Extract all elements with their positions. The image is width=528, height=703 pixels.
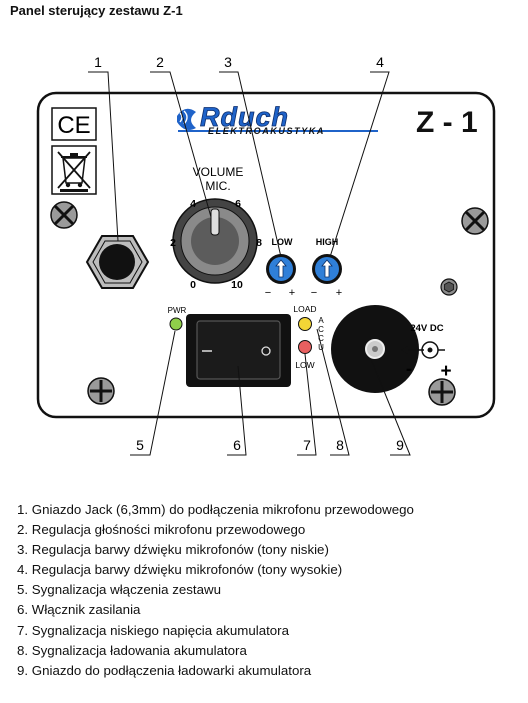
legend-item-4: 4. Regulacja barwy dźwięku mikrofonów (t… xyxy=(17,562,343,578)
callout-4: 4 xyxy=(376,54,384,70)
brand-tagline: ELEKTROAKUSTYKA xyxy=(208,126,325,136)
mic-label: MIC. xyxy=(205,179,230,193)
volume-scale-0: 0 xyxy=(190,279,196,291)
callout-9: 9 xyxy=(396,437,404,453)
model-label: Z - 1 xyxy=(416,106,478,139)
load-led xyxy=(298,317,312,331)
acu-letter-c2: C xyxy=(318,334,324,343)
tone-low-label: LOW xyxy=(272,237,293,247)
power-switch[interactable] xyxy=(186,314,291,387)
legend-item-3: 3. Regulacja barwy dźwięku mikrofonów (t… xyxy=(17,542,329,558)
volume-scale-4: 4 xyxy=(190,198,196,210)
ce-label: CE xyxy=(57,112,90,139)
dc-plus-label: + xyxy=(440,361,451,382)
weee-bin-icon xyxy=(51,145,97,195)
dc-polarity-icon xyxy=(401,341,445,359)
low-battery-led xyxy=(298,340,312,354)
jack-socket xyxy=(85,235,150,289)
pwr-label: PWR xyxy=(168,306,187,315)
legend-item-1: 1. Gniazdo Jack (6,3mm) do podłączenia m… xyxy=(17,502,414,517)
volume-label: VOLUME xyxy=(193,165,244,179)
tone-low-plus: + xyxy=(289,287,295,299)
legend-item-6: 6. Włącznik zasilania xyxy=(17,602,141,618)
callout-6: 6 xyxy=(233,437,241,453)
callout-5: 5 xyxy=(136,437,144,453)
pwr-led xyxy=(169,317,183,331)
acu-letter-a: A xyxy=(318,316,324,325)
callout-7: 7 xyxy=(303,437,311,453)
volume-scale-6: 6 xyxy=(235,198,241,210)
brand-name: Rduch xyxy=(200,102,289,132)
callout-3: 3 xyxy=(224,54,232,70)
callout-1: 1 xyxy=(94,54,102,70)
screw-bottom-left xyxy=(87,377,115,405)
ce-mark: CE xyxy=(51,107,97,141)
volume-knob[interactable] xyxy=(172,198,258,284)
callout-8: 8 xyxy=(336,437,344,453)
acu-letter-u: U xyxy=(318,343,324,352)
callout-2: 2 xyxy=(156,54,164,70)
legend-item-9: 9. Gniazdo do podłączenia ładowarki akum… xyxy=(17,662,312,678)
tone-high-plus: + xyxy=(336,287,342,299)
legend-list: 1. Gniazdo Jack (6,3mm) do podłączenia m… xyxy=(17,500,414,681)
volume-scale-10: 10 xyxy=(231,279,243,291)
tone-high-minus: − xyxy=(311,287,317,299)
tone-high-knob[interactable] xyxy=(312,254,342,284)
legend-item-8: 8. Sygnalizacja ładowania akumulatora xyxy=(17,642,247,658)
legend-item-5: 5. Sygnalizacja włączenia zestawu xyxy=(17,582,221,598)
load-label: LOAD xyxy=(293,304,316,314)
small-hex-screw xyxy=(440,278,458,296)
tone-high-label: HIGH xyxy=(316,237,339,247)
dc-charger-socket xyxy=(331,305,419,393)
volume-scale-2: 2 xyxy=(170,237,176,249)
low-label: LOW xyxy=(295,360,314,370)
legend-item-2: 2. Regulacja głośności mikrofonu przewod… xyxy=(17,522,306,538)
screw-top-left xyxy=(50,201,78,229)
acu-letter-c1: C xyxy=(318,325,324,334)
screw-bottom-right xyxy=(428,378,456,406)
control-panel-diagram: CE Rduch ELEKTROAKUSTYKA Z - 1 xyxy=(36,54,496,456)
page-title: Panel sterujący zestawu Z-1 xyxy=(10,3,183,18)
dc-voltage-label: 24V DC xyxy=(410,323,443,334)
screw-top-right xyxy=(461,207,489,235)
dc-minus-label: - xyxy=(406,359,412,380)
volume-scale-8: 8 xyxy=(256,237,262,249)
tone-low-knob[interactable] xyxy=(266,254,296,284)
callout-leaders xyxy=(88,71,411,456)
legend-item-7: 7. Sygnalizacja niskiego napięcia akumul… xyxy=(17,622,290,638)
brand-logo: Rduch ELEKTROAKUSTYKA xyxy=(177,102,378,136)
tone-low-minus: − xyxy=(265,287,271,299)
